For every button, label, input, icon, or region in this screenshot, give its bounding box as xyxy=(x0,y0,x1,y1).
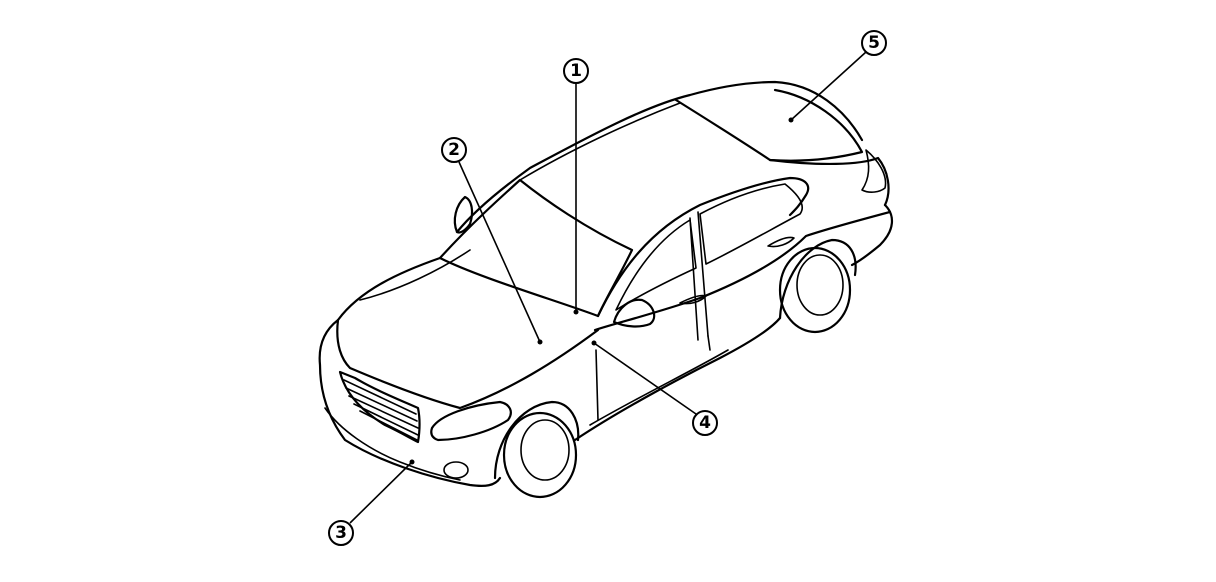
front-door xyxy=(595,335,711,421)
rear-wheel-arch xyxy=(778,238,857,320)
rear-bumper xyxy=(850,203,893,267)
callout-2: 2 xyxy=(441,137,543,345)
front-fascia xyxy=(318,318,502,487)
leader-dot-1 xyxy=(573,309,579,315)
lower-bumper xyxy=(324,407,461,481)
leader-line-2 xyxy=(458,161,541,343)
rear-door-handle xyxy=(767,236,795,248)
side-window-frame xyxy=(596,176,810,318)
callout-5: 5 xyxy=(788,30,887,123)
callout-3: 3 xyxy=(328,459,415,546)
hood-crease xyxy=(359,249,471,301)
taillight xyxy=(861,149,887,193)
roof-outline xyxy=(455,80,864,234)
roof-rail xyxy=(519,102,681,181)
rocker xyxy=(573,316,782,442)
grille xyxy=(338,370,421,444)
front-rim xyxy=(520,419,570,481)
rear-rim xyxy=(796,254,844,316)
callout-circle-1 xyxy=(563,58,589,84)
leader-line-4 xyxy=(593,342,697,415)
callout-circle-4 xyxy=(692,410,718,436)
leader-line-5 xyxy=(790,51,867,121)
callout-4: 4 xyxy=(591,340,718,436)
callout-label-3: 3 xyxy=(335,523,347,543)
body-side xyxy=(593,210,892,332)
leader-dot-3 xyxy=(409,459,415,465)
far-side-mirror xyxy=(453,195,474,234)
headlight xyxy=(430,400,512,442)
rocker-inner xyxy=(589,349,729,426)
callout-circle-3 xyxy=(328,520,354,546)
leader-dot-2 xyxy=(537,339,543,345)
rear-tire xyxy=(778,246,852,334)
rear-window xyxy=(674,88,864,162)
side-mirror xyxy=(612,298,656,328)
fog-light xyxy=(443,461,469,479)
car-drawing xyxy=(318,80,893,499)
leader-dot-4 xyxy=(591,340,597,346)
callout-label-5: 5 xyxy=(868,33,880,53)
callout-circle-5 xyxy=(861,30,887,56)
callout-label-2: 2 xyxy=(448,140,460,160)
leader-line-3 xyxy=(349,461,413,524)
callout-label-1: 1 xyxy=(570,61,582,81)
front-door-handle xyxy=(679,294,707,305)
callout-circle-2 xyxy=(441,137,467,163)
front-wheel-arch xyxy=(493,400,580,480)
rear-side-window xyxy=(699,183,804,265)
b-pillar xyxy=(689,211,709,341)
callout-1: 1 xyxy=(563,58,589,315)
callout-label-4: 4 xyxy=(699,413,711,433)
grille-slats xyxy=(343,379,419,441)
hood xyxy=(336,256,600,410)
front-tire xyxy=(502,411,578,499)
leader-dot-5 xyxy=(788,117,794,123)
trunk-lid xyxy=(768,156,890,207)
windshield xyxy=(438,178,634,318)
